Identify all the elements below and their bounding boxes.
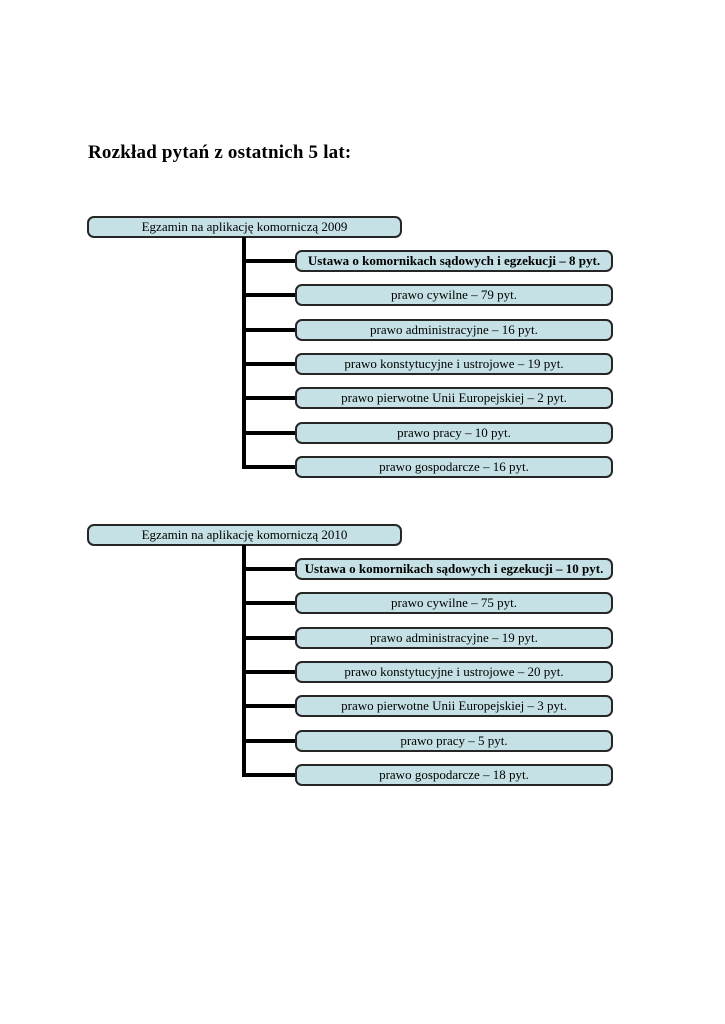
child-node-prawo-administracyjne: prawo administracyjne – 19 pyt. [295, 627, 613, 649]
child-node-prawo-cywilne: prawo cywilne – 79 pyt. [295, 284, 613, 306]
child-node-prawo-konstytucyjne: prawo konstytucyjne i ustrojowe – 19 pyt… [295, 353, 613, 375]
page-title: Rozkład pytań z ostatnich 5 lat: [88, 142, 352, 163]
connector-branch [242, 328, 296, 332]
diagram-exam-2010: Egzamin na aplikację komorniczą 2010 Ust… [0, 524, 725, 786]
connector-branch [242, 670, 296, 674]
connector-branch [242, 636, 296, 640]
child-node-prawo-unii-europejskiej: prawo pierwotne Unii Europejskiej – 3 py… [295, 695, 613, 717]
connector-branch [242, 431, 296, 435]
root-node-exam-2010: Egzamin na aplikację komorniczą 2010 [87, 524, 402, 546]
child-node-prawo-konstytucyjne: prawo konstytucyjne i ustrojowe – 20 pyt… [295, 661, 613, 683]
connector-branch [242, 362, 296, 366]
child-node-label: prawo pracy – 5 pyt. [400, 733, 508, 748]
connector-branch [242, 567, 296, 571]
child-node-label: prawo konstytucyjne i ustrojowe – 20 pyt… [344, 664, 564, 679]
child-node-label: prawo gospodarcze – 18 pyt. [379, 767, 529, 782]
child-node-label: prawo cywilne – 79 pyt. [390, 287, 517, 302]
connector-branch [242, 259, 296, 263]
diagram-exam-2009: Egzamin na aplikację komorniczą 2009 Ust… [0, 216, 725, 478]
child-node-prawo-gospodarcze: prawo gospodarcze – 18 pyt. [295, 764, 613, 786]
connector-branch [242, 739, 296, 743]
connector-branch [242, 601, 296, 605]
connector-branch [242, 465, 296, 469]
child-node-prawo-cywilne: prawo cywilne – 75 pyt. [295, 592, 613, 614]
connector-trunk [242, 545, 246, 777]
root-node-label: Egzamin na aplikację komorniczą 2009 [141, 219, 348, 234]
child-node-ustawa-komornicy: Ustawa o komornikach sądowych i egzekucj… [295, 558, 613, 580]
connector-branch [242, 293, 296, 297]
child-node-prawo-unii-europejskiej: prawo pierwotne Unii Europejskiej – 2 py… [295, 387, 613, 409]
child-node-label: Ustawa o komornikach sądowych i egzekucj… [307, 253, 601, 268]
connector-branch [242, 396, 296, 400]
connector-trunk [242, 237, 246, 469]
child-node-label: prawo konstytucyjne i ustrojowe – 19 pyt… [344, 356, 564, 371]
child-node-label: Ustawa o komornikach sądowych i egzekucj… [304, 561, 604, 576]
connector-branch [242, 704, 296, 708]
child-node-prawo-gospodarcze: prawo gospodarcze – 16 pyt. [295, 456, 613, 478]
child-node-label: prawo administracyjne – 19 pyt. [370, 630, 538, 645]
root-node-label: Egzamin na aplikację komorniczą 2010 [141, 527, 348, 542]
connector-branch [242, 773, 296, 777]
child-node-label: prawo cywilne – 75 pyt. [390, 595, 517, 610]
child-node-label: prawo pierwotne Unii Europejskiej – 3 py… [341, 698, 567, 713]
child-node-ustawa-komornicy: Ustawa o komornikach sądowych i egzekucj… [295, 250, 613, 272]
child-node-prawo-pracy: prawo pracy – 5 pyt. [295, 730, 613, 752]
root-node-exam-2009: Egzamin na aplikację komorniczą 2009 [87, 216, 402, 238]
child-node-label: prawo gospodarcze – 16 pyt. [379, 459, 529, 474]
child-node-label: prawo pierwotne Unii Europejskiej – 2 py… [341, 390, 567, 405]
child-node-label: prawo administracyjne – 16 pyt. [370, 322, 538, 337]
child-node-prawo-pracy: prawo pracy – 10 pyt. [295, 422, 613, 444]
child-node-label: prawo pracy – 10 pyt. [397, 425, 511, 440]
child-node-prawo-administracyjne: prawo administracyjne – 16 pyt. [295, 319, 613, 341]
